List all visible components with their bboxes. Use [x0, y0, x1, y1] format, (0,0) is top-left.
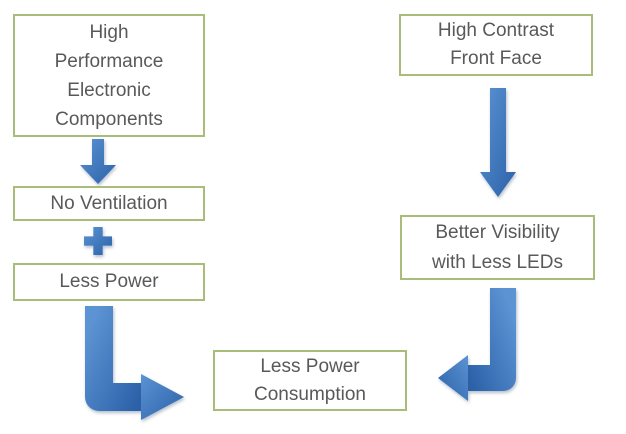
- box-high-contrast-front-face: High Contrast Front Face: [399, 14, 593, 76]
- box-label-line: Electronic: [67, 79, 151, 101]
- box-label-line: Better Visibility: [435, 221, 560, 243]
- down-arrow-icon: [80, 139, 116, 184]
- box-label-line: Front Face: [450, 48, 542, 69]
- box-label-line: High Contrast: [437, 20, 555, 41]
- box-less-power-consumption: Less Power Consumption: [213, 350, 407, 411]
- box-no-ventilation: No Ventilation: [13, 186, 205, 221]
- plus-icon: [84, 227, 112, 255]
- box-label-line: High: [89, 21, 129, 43]
- box-label-line: Less Power: [59, 271, 159, 292]
- box-label-line: No Ventilation: [50, 192, 168, 214]
- elbow-down-left-arrow-icon: [438, 288, 516, 401]
- box-less-power: Less Power: [13, 263, 205, 301]
- box-high-performance-electronic-components: High Performance Electronic Components: [13, 14, 205, 137]
- box-label-line: Less Power: [260, 355, 360, 377]
- box-label-line: with Less LEDs: [432, 251, 563, 273]
- box-better-visibility-with-less-leds: Better Visibility with Less LEDs: [400, 215, 595, 280]
- elbow-down-right-arrow-icon: [85, 306, 184, 420]
- box-label-line: Consumption: [254, 383, 366, 405]
- box-label-line: Components: [55, 108, 163, 130]
- box-label-line: Performance: [54, 50, 164, 72]
- down-arrow-icon: [480, 88, 516, 197]
